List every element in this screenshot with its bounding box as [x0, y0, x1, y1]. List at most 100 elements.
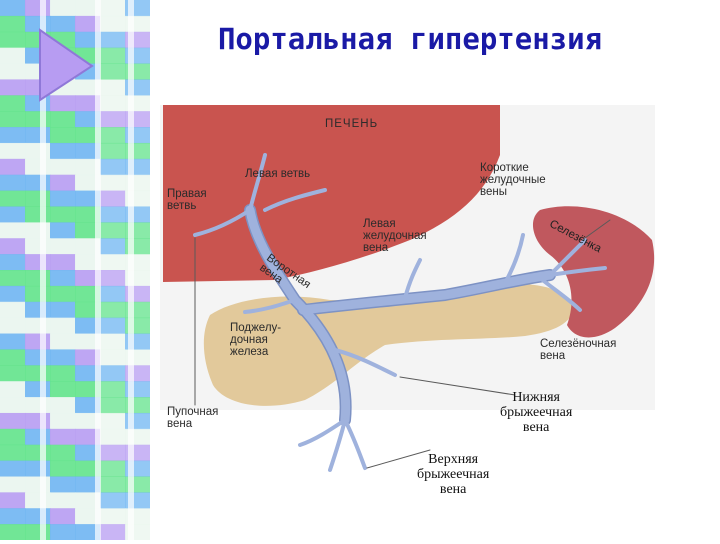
- pattern-tile: [25, 127, 51, 144]
- superior-mesenteric-vein-label: Верхняя брыжеечная вена: [417, 452, 490, 497]
- pattern-tile: [0, 412, 26, 430]
- pattern-tile: [100, 254, 126, 271]
- pattern-tile: [0, 206, 26, 223]
- pattern-tile: [75, 254, 101, 271]
- pattern-tile: [100, 301, 126, 319]
- pattern-tile: [75, 95, 101, 112]
- pattern-tile: [50, 15, 76, 33]
- pattern-tile: [0, 492, 26, 509]
- right-branch-label: Правая ветвь: [167, 188, 207, 212]
- pattern-tile: [75, 428, 101, 446]
- pattern-tile: [50, 444, 76, 462]
- pattern-tile: [25, 111, 51, 128]
- left-branch-label: Левая ветвь: [245, 168, 311, 180]
- pattern-tile: [75, 158, 101, 176]
- pattern-tile: [75, 476, 101, 493]
- liver-shape: [163, 105, 500, 282]
- pattern-tile: [0, 174, 26, 192]
- vein-system: [193, 153, 611, 472]
- pattern-tile: [0, 460, 26, 477]
- pattern-tile: [50, 365, 76, 382]
- pattern-tile: [25, 142, 51, 160]
- pattern-tile: [75, 31, 101, 49]
- pattern-tile: [50, 317, 76, 335]
- pattern-tile: [75, 365, 101, 382]
- pattern-tile: [100, 95, 126, 112]
- pattern-tile: [25, 15, 51, 33]
- pattern-tile: [25, 349, 51, 366]
- pattern-tile: [75, 381, 101, 398]
- pattern-tile: [75, 142, 101, 160]
- pattern-tile: [25, 476, 51, 493]
- pattern-band: [40, 0, 46, 540]
- pattern-tile: [25, 397, 51, 414]
- pattern-tile: [25, 524, 51, 540]
- pattern-tile: [100, 0, 126, 17]
- play-triangle-icon: [39, 28, 94, 102]
- pattern-tile: [100, 174, 126, 192]
- pattern-tile: [75, 301, 101, 319]
- pattern-tile: [50, 301, 76, 319]
- umbilical-vein-label: Пупочная вена: [167, 406, 219, 430]
- pattern-tile: [50, 142, 76, 160]
- pattern-tile: [0, 63, 26, 80]
- pattern-tile: [75, 190, 101, 207]
- pattern-tile: [50, 285, 76, 303]
- pattern-tile: [0, 190, 26, 207]
- pattern-tile: [0, 524, 26, 540]
- pattern-tile: [25, 428, 51, 446]
- pattern-tile: [0, 158, 26, 176]
- pattern-tile: [100, 333, 126, 350]
- pattern-tile: [100, 476, 126, 493]
- pattern-tile: [25, 301, 51, 319]
- pattern-tile: [50, 508, 76, 525]
- pattern-tile: [75, 524, 101, 540]
- pattern-tile: [0, 349, 26, 366]
- spleen-shape: [532, 206, 655, 338]
- pattern-band: [128, 0, 134, 540]
- pattern-tile: [100, 47, 126, 65]
- pattern-tile: [50, 222, 76, 239]
- pattern-tile: [0, 397, 26, 414]
- pattern-tile: [100, 285, 126, 303]
- pattern-tile: [0, 79, 26, 96]
- pattern-tile: [25, 317, 51, 335]
- pattern-tile: [100, 428, 126, 446]
- pattern-tile: [75, 111, 101, 128]
- pattern-tile: [75, 15, 101, 33]
- pattern-tile: [25, 508, 51, 525]
- pattern-tile: [0, 508, 26, 525]
- pancreas-shape: [203, 284, 574, 406]
- pattern-tile: [50, 349, 76, 366]
- pattern-tile: [75, 79, 101, 96]
- pattern-tile: [25, 206, 51, 223]
- pattern-tile: [100, 79, 126, 96]
- pattern-tile: [50, 111, 76, 128]
- pattern-tile: [50, 381, 76, 398]
- pattern-tile: [75, 508, 101, 525]
- pattern-tile: [25, 333, 51, 350]
- pattern-tile: [0, 15, 26, 33]
- pattern-tile: [50, 158, 76, 176]
- pattern-tile: [50, 492, 76, 509]
- pattern-tile: [0, 111, 26, 128]
- pattern-tile: [25, 222, 51, 239]
- pattern-tile: [50, 412, 76, 430]
- pattern-tile: [100, 508, 126, 525]
- pattern-tile: [100, 412, 126, 430]
- pancreas-label: Поджелу- дочная железа: [230, 322, 282, 358]
- pattern-tile: [50, 238, 76, 255]
- pattern-tile: [0, 333, 26, 350]
- pattern-tile: [100, 190, 126, 207]
- pattern-tile: [100, 460, 126, 477]
- pattern-tile: [25, 381, 51, 398]
- pattern-tile: [100, 222, 126, 239]
- pattern-tile: [100, 317, 126, 335]
- pattern-tile: [0, 222, 26, 239]
- pattern-tile: [0, 317, 26, 335]
- pattern-tile: [75, 349, 101, 366]
- pattern-tile: [75, 397, 101, 414]
- pattern-tile: [0, 301, 26, 319]
- pattern-tile: [100, 142, 126, 160]
- pattern-tile: [25, 270, 51, 287]
